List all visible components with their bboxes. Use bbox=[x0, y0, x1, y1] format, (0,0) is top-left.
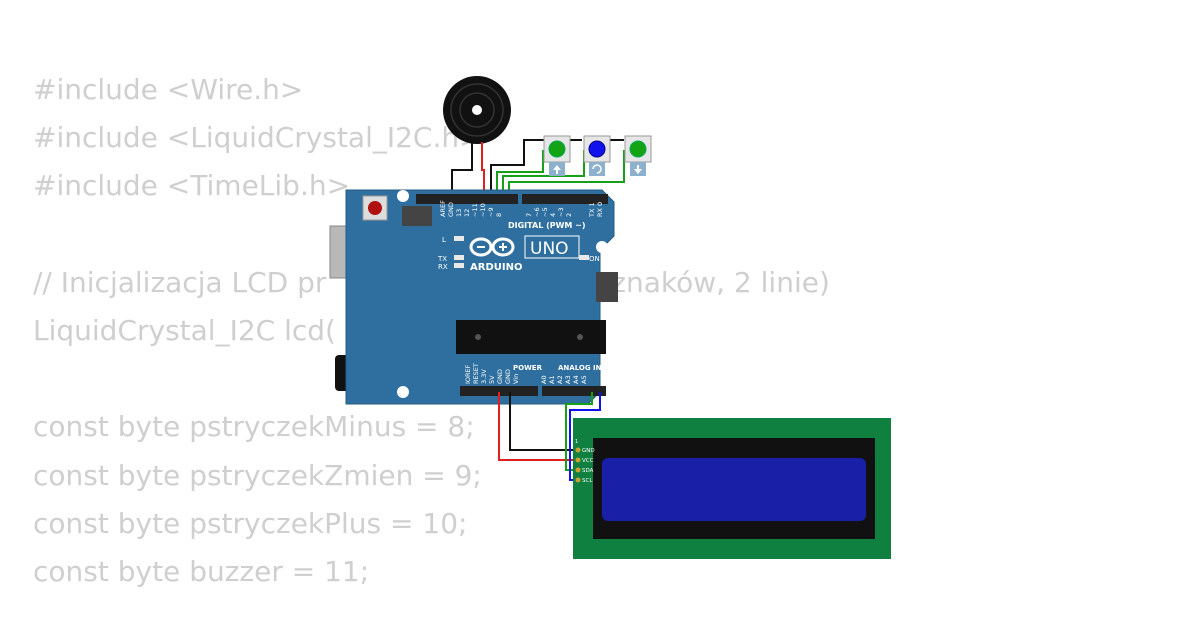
code-line: const byte pstryczekMinus = 8; bbox=[33, 410, 475, 444]
rotate-icon bbox=[592, 164, 602, 174]
code-editor-background: #include <Wire.h> #include <LiquidCrystal… bbox=[33, 66, 830, 596]
bottom-pin-label: A1 bbox=[548, 375, 556, 384]
top-pin-label: 13 bbox=[455, 209, 463, 217]
top-pin-label: AREF bbox=[439, 200, 447, 217]
code-line: #include <Wire.h> bbox=[33, 73, 304, 106]
power-label: POWER bbox=[513, 364, 543, 372]
top-pin-label: ~11 bbox=[471, 203, 479, 217]
tx-label: TX bbox=[437, 255, 447, 263]
lcd-pin-label: VCC bbox=[582, 458, 594, 464]
lcd-pin[interactable] bbox=[575, 447, 581, 453]
code-line: const byte buzzer = 11; bbox=[33, 554, 370, 588]
top-pin-label: GND bbox=[447, 202, 455, 217]
code-line: LiquidCrystal_I2C lcd( bbox=[33, 313, 336, 347]
top-pin-label: 8 bbox=[495, 213, 503, 217]
top-pin-label: ~6 bbox=[533, 207, 541, 217]
bottom-pin-label: 5V bbox=[488, 375, 496, 384]
buzzer[interactable] bbox=[443, 76, 511, 144]
button-minus[interactable] bbox=[543, 135, 571, 176]
lcd-pin-number: 1 bbox=[575, 439, 578, 445]
analog-label: ANALOG IN bbox=[558, 364, 602, 372]
model-label: UNO bbox=[530, 239, 569, 259]
top-pin-label: ~9 bbox=[487, 207, 495, 217]
lcd-pin[interactable] bbox=[575, 477, 581, 483]
top-pin-label: ~3 bbox=[557, 207, 565, 217]
bottom-pin-label: GND bbox=[496, 369, 504, 384]
digital-label: DIGITAL (PWM ~) bbox=[508, 221, 586, 230]
code-line: #include <LiquidCrystal_I2C.h> bbox=[33, 121, 483, 155]
code-line: const byte pstryczekPlus = 10; bbox=[33, 506, 468, 540]
bottom-pin-label: A3 bbox=[564, 375, 572, 384]
brand-label: ARDUINO bbox=[470, 262, 522, 273]
top-pin-label: ~5 bbox=[541, 207, 549, 217]
lcd-pin[interactable] bbox=[575, 457, 581, 463]
on-label: ON bbox=[589, 255, 600, 263]
arrow-down-icon bbox=[634, 165, 642, 174]
lcd-screen bbox=[602, 458, 866, 521]
top-pin-label: 2 bbox=[565, 213, 573, 217]
wires-top bbox=[451, 139, 625, 196]
top-pin-label: ~10 bbox=[479, 203, 487, 217]
bottom-pin-label: A4 bbox=[572, 375, 580, 384]
wires-bottom bbox=[498, 392, 601, 481]
lcd-pin[interactable] bbox=[575, 467, 581, 473]
bottom-pin-label: GND bbox=[504, 369, 512, 384]
arduino-logo bbox=[469, 237, 515, 257]
lcd-pin-label: SDA bbox=[582, 468, 594, 474]
top-pin-label: TX 1 bbox=[588, 202, 596, 218]
lcd-pin-label: GND bbox=[582, 448, 595, 454]
code-line: const byte pstryczekZmien = 9; bbox=[33, 458, 482, 492]
code-line: #include <TimeLib.h> bbox=[33, 169, 351, 203]
bottom-pin-label: 3.3V bbox=[480, 369, 488, 384]
header-digital-right bbox=[522, 194, 608, 204]
header-power bbox=[460, 386, 538, 396]
bottom-pin-label: A5 bbox=[580, 375, 588, 384]
top-pin-label: RX 0 bbox=[596, 202, 604, 217]
header-digital-left bbox=[416, 194, 518, 204]
arrow-up-icon bbox=[553, 165, 561, 174]
lcd-display[interactable]: 1 GND VCC SDA SCL bbox=[573, 418, 891, 559]
l-label: L bbox=[442, 236, 446, 244]
rx-label: RX bbox=[438, 263, 448, 271]
bottom-pin-label: Vin bbox=[512, 374, 520, 384]
top-pin-label: 7 bbox=[525, 213, 533, 217]
header-analog bbox=[542, 386, 606, 396]
bottom-pin-label: A0 bbox=[540, 375, 548, 384]
bottom-pin-label: A2 bbox=[556, 375, 564, 384]
button-plus[interactable] bbox=[624, 135, 652, 176]
lcd-pin-label: SCL bbox=[582, 478, 593, 484]
top-pin-label: 12 bbox=[463, 209, 471, 217]
bottom-pin-label: IOREF bbox=[464, 364, 472, 384]
button-change[interactable] bbox=[583, 135, 611, 176]
bottom-pin-label: RESET bbox=[472, 363, 480, 384]
top-pin-label: 4 bbox=[549, 213, 557, 217]
